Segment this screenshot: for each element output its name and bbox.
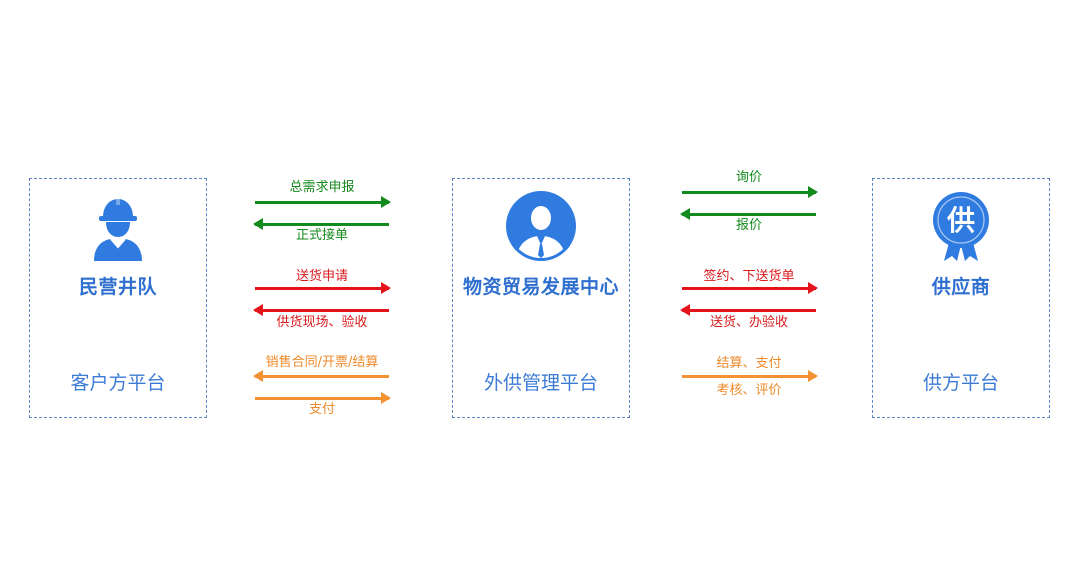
center-entity-box: 物资贸易发展中心 外供管理平台	[452, 178, 630, 418]
platform-name-supplier: 供方平台	[922, 372, 999, 394]
flow-arrow-left	[253, 299, 389, 323]
entity-name-customer: 民营井队	[78, 276, 157, 298]
flow-arrow-right	[682, 365, 818, 389]
flow-arrow-left	[253, 213, 389, 237]
flow-arrow-right	[255, 277, 391, 301]
platform-name-customer: 客户方平台	[70, 372, 166, 394]
flow-label: 报价	[735, 218, 762, 233]
flow-label: 销售合同/开票/结算	[265, 355, 379, 370]
flow-arrow-left	[680, 299, 816, 323]
platform-name-center: 外供管理平台	[483, 372, 598, 394]
flow-label: 送货申请	[295, 269, 348, 284]
entity-name-supplier: 供应商	[931, 276, 991, 298]
supplier-entity-box: 供 供应商 供方平台	[872, 178, 1050, 418]
flow-arrow-right	[255, 387, 391, 411]
flow-arrow-right	[255, 191, 391, 215]
flow-arrow-right	[682, 277, 818, 301]
entity-name-center: 物资贸易发展中心	[462, 276, 619, 298]
flow-label: 考核、评价	[716, 383, 782, 398]
flow-arrow-left	[253, 365, 389, 389]
supplier-badge-icon: 供	[924, 189, 998, 263]
flow-label: 正式接单	[295, 228, 348, 243]
person-avatar-icon	[504, 189, 578, 263]
flow-arrow-left	[680, 203, 816, 227]
flow-label: 支付	[308, 402, 335, 417]
flow-label: 供货现场、验收	[276, 315, 368, 330]
flow-label: 询价	[735, 170, 762, 185]
flow-label: 结算、支付	[716, 356, 782, 371]
flow-label: 签约、下送货单	[703, 269, 795, 284]
flow-label: 送货、办验收	[709, 315, 788, 330]
customer-entity-box: 民营井队 客户方平台	[29, 178, 207, 418]
flow-arrow-right	[682, 181, 818, 205]
badge-char: 供	[946, 204, 975, 237]
flow-label: 总需求申报	[289, 180, 355, 195]
worker-icon	[81, 189, 155, 263]
